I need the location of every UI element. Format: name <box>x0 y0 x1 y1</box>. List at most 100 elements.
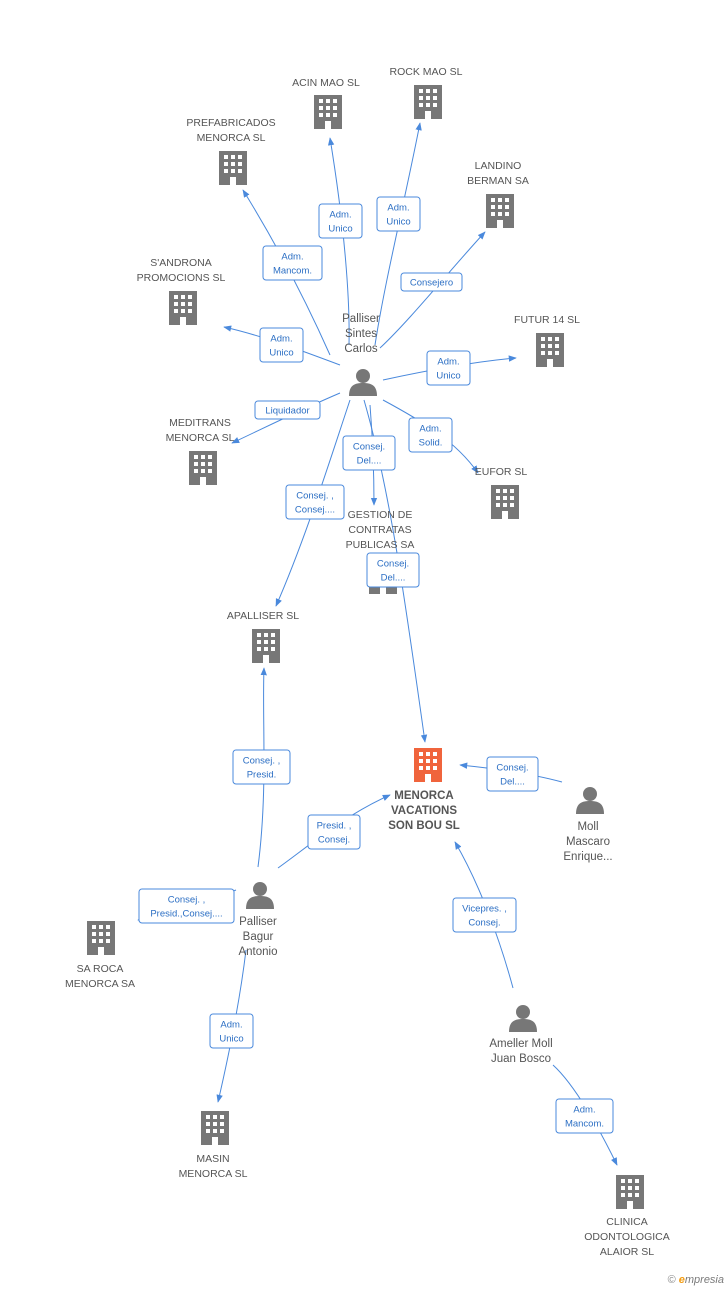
node-label-line: CLINICA <box>606 1216 647 1228</box>
node-label-line: GESTION DE <box>348 509 413 521</box>
role-badge-antonio-to-menorca[interactable]: Presid. ,Consej. <box>307 814 361 850</box>
edge-carlos-to-rock <box>374 122 422 346</box>
role-badge-carlos-to-menorca[interactable]: Consej.Del.... <box>366 552 420 588</box>
role-badge-antonio-to-masin[interactable]: Adm.Unico <box>209 1013 254 1049</box>
building-icon <box>201 1111 229 1145</box>
company-node-landino[interactable]: LANDINO BERMAN SA <box>467 160 529 228</box>
node-label-line: PREFABRICADOS <box>186 117 275 129</box>
focus-building-icon <box>414 748 442 782</box>
roles-layer: Adm.UnicoAdm.UnicoAdm.Mancom.ConsejeroAd… <box>138 196 614 1134</box>
role-badge-box[interactable] <box>285 484 345 520</box>
role-text-line: Presid.,Consej.... <box>150 909 222 920</box>
company-node-acin[interactable]: ACIN MAO SL <box>292 77 360 129</box>
person-icon <box>576 787 604 814</box>
node-label-line: MEDITRANS <box>169 417 231 429</box>
node-label-line: Carlos <box>344 343 377 355</box>
role-badge-antonio-to-apalliser[interactable]: Consej. ,Presid. <box>232 749 291 785</box>
role-text-line: Consej. <box>353 442 385 453</box>
role-badge-antonio-to-saroca[interactable]: Consej. ,Presid.,Consej.... <box>138 888 235 924</box>
role-badge-carlos-to-futur[interactable]: Adm.Unico <box>426 350 471 386</box>
role-text-line: Adm. <box>437 357 459 368</box>
empresia-footer[interactable]: © empresia <box>668 1274 724 1286</box>
role-badge-box[interactable] <box>486 756 539 792</box>
role-badge-ameller-to-menorca[interactable]: Vicepres. ,Consej. <box>452 897 517 933</box>
role-badge-ameller-to-clinica[interactable]: Adm.Mancom. <box>555 1098 614 1134</box>
node-label-line: MENORCA SL <box>179 1168 248 1180</box>
node-label-line: Bagur <box>243 931 274 943</box>
role-badge-moll-to-menorca[interactable]: Consej.Del.... <box>486 756 539 792</box>
role-badge-box[interactable] <box>209 1013 254 1049</box>
role-text-line: Consej. , <box>296 491 334 502</box>
role-badge-box[interactable] <box>232 749 291 785</box>
node-label-line: PROMOCIONS SL <box>137 272 226 284</box>
role-badge-carlos-to-gestion[interactable]: Consej.Del.... <box>342 435 396 471</box>
role-badge-box[interactable] <box>259 327 304 363</box>
role-text-line: Unico <box>328 224 352 235</box>
role-badge-carlos-to-eufor[interactable]: Adm.Solid. <box>408 417 453 453</box>
role-badge-box[interactable] <box>262 245 323 281</box>
building-icon <box>414 85 442 119</box>
role-badge-box[interactable] <box>400 272 463 292</box>
node-label-line: EUFOR SL <box>475 466 528 478</box>
node-label-line: VACATIONS <box>391 805 457 817</box>
company-node-futur[interactable]: FUTUR 14 SL <box>514 314 580 367</box>
role-badge-carlos-to-prefab[interactable]: Adm.Mancom. <box>262 245 323 281</box>
role-badge-box[interactable] <box>555 1098 614 1134</box>
role-text-line: Solid. <box>419 438 443 449</box>
person-node-moll[interactable]: MollMascaroEnrique... <box>563 787 613 863</box>
node-label-line: Sintes <box>345 328 377 340</box>
node-label-line: Juan Bosco <box>491 1053 551 1065</box>
node-label-line: LANDINO <box>475 160 522 172</box>
role-badge-box[interactable] <box>376 196 421 232</box>
role-text-line: Consej.... <box>295 505 335 516</box>
role-text-line: Vicepres. , <box>462 904 507 915</box>
role-text-line: Adm. <box>573 1105 595 1116</box>
node-label-line: MENORCA <box>394 790 453 802</box>
node-label-line: ALAIOR SL <box>600 1246 654 1258</box>
role-text-line: Consej. <box>377 559 409 570</box>
role-badge-box[interactable] <box>426 350 471 386</box>
role-badge-box[interactable] <box>138 888 235 924</box>
person-icon <box>349 369 377 396</box>
role-badge-carlos-to-rock[interactable]: Adm.Unico <box>376 196 421 232</box>
node-label-line: Ameller Moll <box>489 1038 552 1050</box>
role-text-line: Liquidador <box>265 406 309 417</box>
role-badge-box[interactable] <box>307 814 361 850</box>
node-label-line: BERMAN SA <box>467 175 529 187</box>
role-badge-carlos-to-acin[interactable]: Adm.Unico <box>318 203 363 239</box>
company-node-eufor[interactable]: EUFOR SL <box>475 466 528 519</box>
role-badge-carlos-to-meditrans[interactable]: Liquidador <box>254 400 321 420</box>
building-icon <box>314 95 342 129</box>
node-label-line: PUBLICAS SA <box>346 539 415 551</box>
building-icon <box>616 1175 644 1209</box>
role-badge-box[interactable] <box>452 897 517 933</box>
role-text-line: Presid. , <box>317 821 352 832</box>
role-badge-box[interactable] <box>318 203 363 239</box>
role-badge-carlos-to-sandrona[interactable]: Adm.Unico <box>259 327 304 363</box>
role-badge-box[interactable] <box>342 435 396 471</box>
company-node-rock[interactable]: ROCK MAO SL <box>390 66 463 119</box>
role-badge-box[interactable] <box>408 417 453 453</box>
role-badge-carlos-to-apalliser[interactable]: Consej. , Consej.... <box>285 484 345 520</box>
role-badge-carlos-to-landino[interactable]: Consejero <box>400 272 463 292</box>
node-label-line: Enrique... <box>563 851 612 863</box>
role-badge-box[interactable] <box>254 400 321 420</box>
role-badge-box[interactable] <box>366 552 420 588</box>
company-node-apalliser[interactable]: APALLISER SL <box>227 610 299 663</box>
node-label-line: Antonio <box>238 946 277 958</box>
copyright-symbol: © <box>667 1274 676 1286</box>
node-label-line: Palliser <box>239 916 277 928</box>
